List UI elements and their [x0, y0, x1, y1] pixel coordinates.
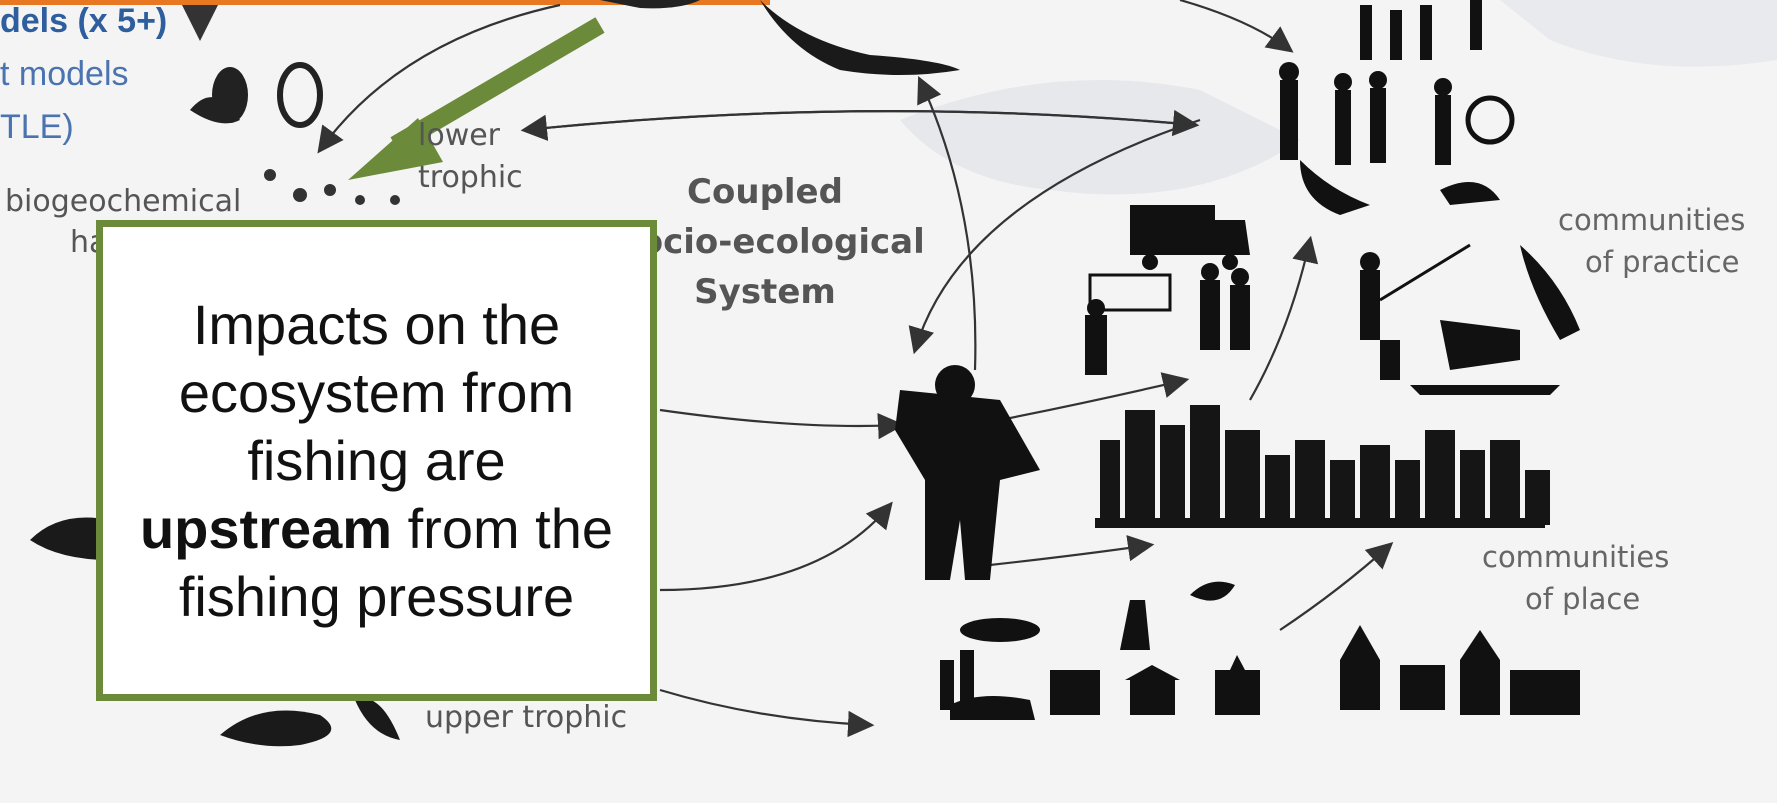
- fisher-icon: [895, 365, 1040, 580]
- lower-trophic-label-1: lower: [418, 118, 501, 153]
- callout-line-1: Impacts on the: [192, 292, 561, 356]
- models-label-1: dels (x 5+): [0, 2, 168, 40]
- arrow-bottom: [659, 688, 875, 738]
- orange-header-bar: [0, 0, 770, 5]
- plankton-icon: [190, 62, 323, 128]
- bird-icon: [220, 710, 332, 747]
- arrow-coupled-up: [917, 76, 977, 371]
- communities-place-label-1: communities: [1482, 540, 1670, 574]
- arrow-city-to-fisher: [659, 408, 905, 440]
- seabird-icon: [355, 698, 400, 740]
- stingray-icon: [760, 0, 960, 75]
- arrow-coupled-down: [908, 118, 1201, 355]
- map-shape: [900, 80, 1300, 195]
- arrow-top-right: [1179, 0, 1294, 53]
- communities-place-label-2: of place: [1525, 582, 1641, 616]
- models-label-3: TLE): [0, 108, 74, 146]
- people-group-icon: [1279, 0, 1515, 215]
- city-skyline-icon: [1095, 405, 1550, 528]
- arrow-people-to-lower: [524, 109, 1200, 137]
- arrow-to-fisher: [659, 501, 893, 592]
- coupled-title-2: Socio-ecological: [615, 222, 925, 262]
- arrow-top-left: [317, 3, 561, 154]
- anglers-icon: [1360, 243, 1580, 395]
- coupled-title-3: System: [694, 272, 836, 312]
- callout-box: Impacts on the ecosystem from fishing ar…: [96, 220, 657, 701]
- whale-silhouette-icon: [30, 517, 110, 560]
- arrow-place-to-city: [1279, 542, 1394, 631]
- callout-line-3: fishing are: [247, 428, 506, 492]
- callout-bold-word: upstream: [139, 496, 393, 560]
- market-people-icon: [1085, 263, 1250, 375]
- callout-line-5: fishing pressure: [178, 564, 575, 628]
- biogeochemical-label: biogeochemical: [5, 184, 242, 219]
- truck-icon: [1130, 205, 1250, 270]
- upper-trophic-label: upper trophic: [425, 700, 628, 735]
- callout-text: Impacts on the ecosystem from fishing ar…: [130, 281, 623, 641]
- microscope-icon: [1120, 600, 1150, 650]
- arrow-fisher-to-place: [989, 535, 1155, 567]
- models-label-2: t models: [0, 55, 129, 93]
- coupled-title-1: Coupled: [687, 172, 843, 212]
- arrow-place-up: [1249, 235, 1319, 401]
- callout-line-4-rest: from the: [392, 496, 614, 560]
- map-shape: [1500, 0, 1777, 67]
- buildings-icon: [1050, 655, 1260, 715]
- houses-icon: [1340, 625, 1580, 715]
- factory-icon: [940, 618, 1040, 720]
- small-organisms-icon: [264, 169, 400, 205]
- arrow-fisher-to-city: [999, 372, 1190, 422]
- communities-practice-label-1: communities: [1558, 203, 1746, 237]
- fish-small-icon: [1190, 581, 1235, 601]
- callout-line-2: ecosystem from: [178, 360, 575, 424]
- fish-icon: [600, 0, 700, 9]
- lower-trophic-label-2: trophic: [418, 160, 523, 195]
- communities-practice-label-2: of practice: [1585, 245, 1740, 279]
